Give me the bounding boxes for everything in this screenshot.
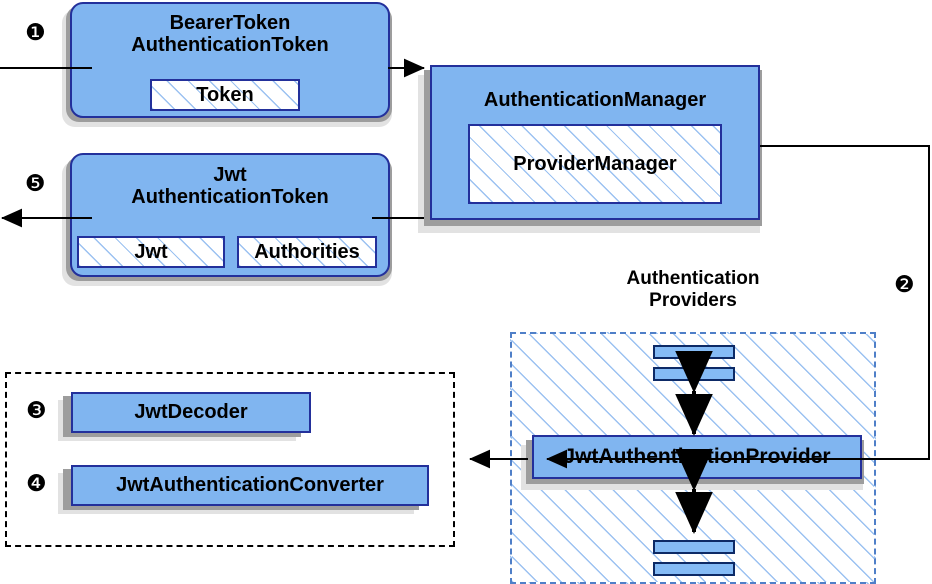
jwt-authentication-provider-title: JwtAuthenticationProvider bbox=[563, 445, 831, 469]
jwt-decoder-node[interactable]: JwtDecoder bbox=[71, 392, 311, 433]
jwt-token-title-line1: Jwt bbox=[213, 164, 247, 186]
jwt-authentication-provider-node[interactable]: JwtAuthenticationProvider bbox=[532, 435, 862, 479]
provider-bar-bottom-2 bbox=[653, 562, 735, 576]
bearer-token-field-label: Token bbox=[196, 83, 254, 106]
bearer-token-field: Token bbox=[150, 79, 300, 111]
authentication-providers-label: Authentication Providers bbox=[569, 268, 817, 312]
jwt-token-field-authorities-label: Authorities bbox=[254, 240, 360, 263]
provider-bar-top-1 bbox=[653, 345, 735, 359]
step-badge-3: ❸ bbox=[26, 398, 47, 424]
step-badge-2: ❷ bbox=[894, 272, 915, 298]
step-badge-1: ❶ bbox=[25, 20, 46, 46]
step-badge-5: ❺ bbox=[25, 171, 46, 197]
jwt-authentication-converter-title: JwtAuthenticationConverter bbox=[116, 474, 384, 497]
bearer-token-title-line2: AuthenticationToken bbox=[131, 34, 329, 57]
provider-bar-top-2 bbox=[653, 367, 735, 381]
authentication-manager-title: AuthenticationManager bbox=[483, 89, 707, 111]
jwt-authentication-converter-node[interactable]: JwtAuthenticationConverter bbox=[71, 465, 429, 506]
jwt-decoder-title: JwtDecoder bbox=[134, 401, 248, 424]
provider-manager-label: ProviderManager bbox=[513, 152, 677, 175]
step-badge-4: ❹ bbox=[26, 471, 47, 497]
jwt-token-field-authorities: Authorities bbox=[237, 236, 377, 268]
authentication-providers-label-line2: Providers bbox=[649, 289, 737, 311]
bearer-token-title-line1: BearerToken bbox=[169, 12, 291, 34]
provider-manager-field: ProviderManager bbox=[468, 124, 722, 204]
jwt-token-field-jwt-label: Jwt bbox=[134, 240, 168, 263]
provider-bar-bottom-1 bbox=[653, 540, 735, 554]
jwt-token-field-jwt: Jwt bbox=[77, 236, 225, 268]
authentication-providers-label-line1: Authentication bbox=[626, 268, 760, 289]
jwt-token-title-line2: AuthenticationToken bbox=[131, 186, 329, 209]
